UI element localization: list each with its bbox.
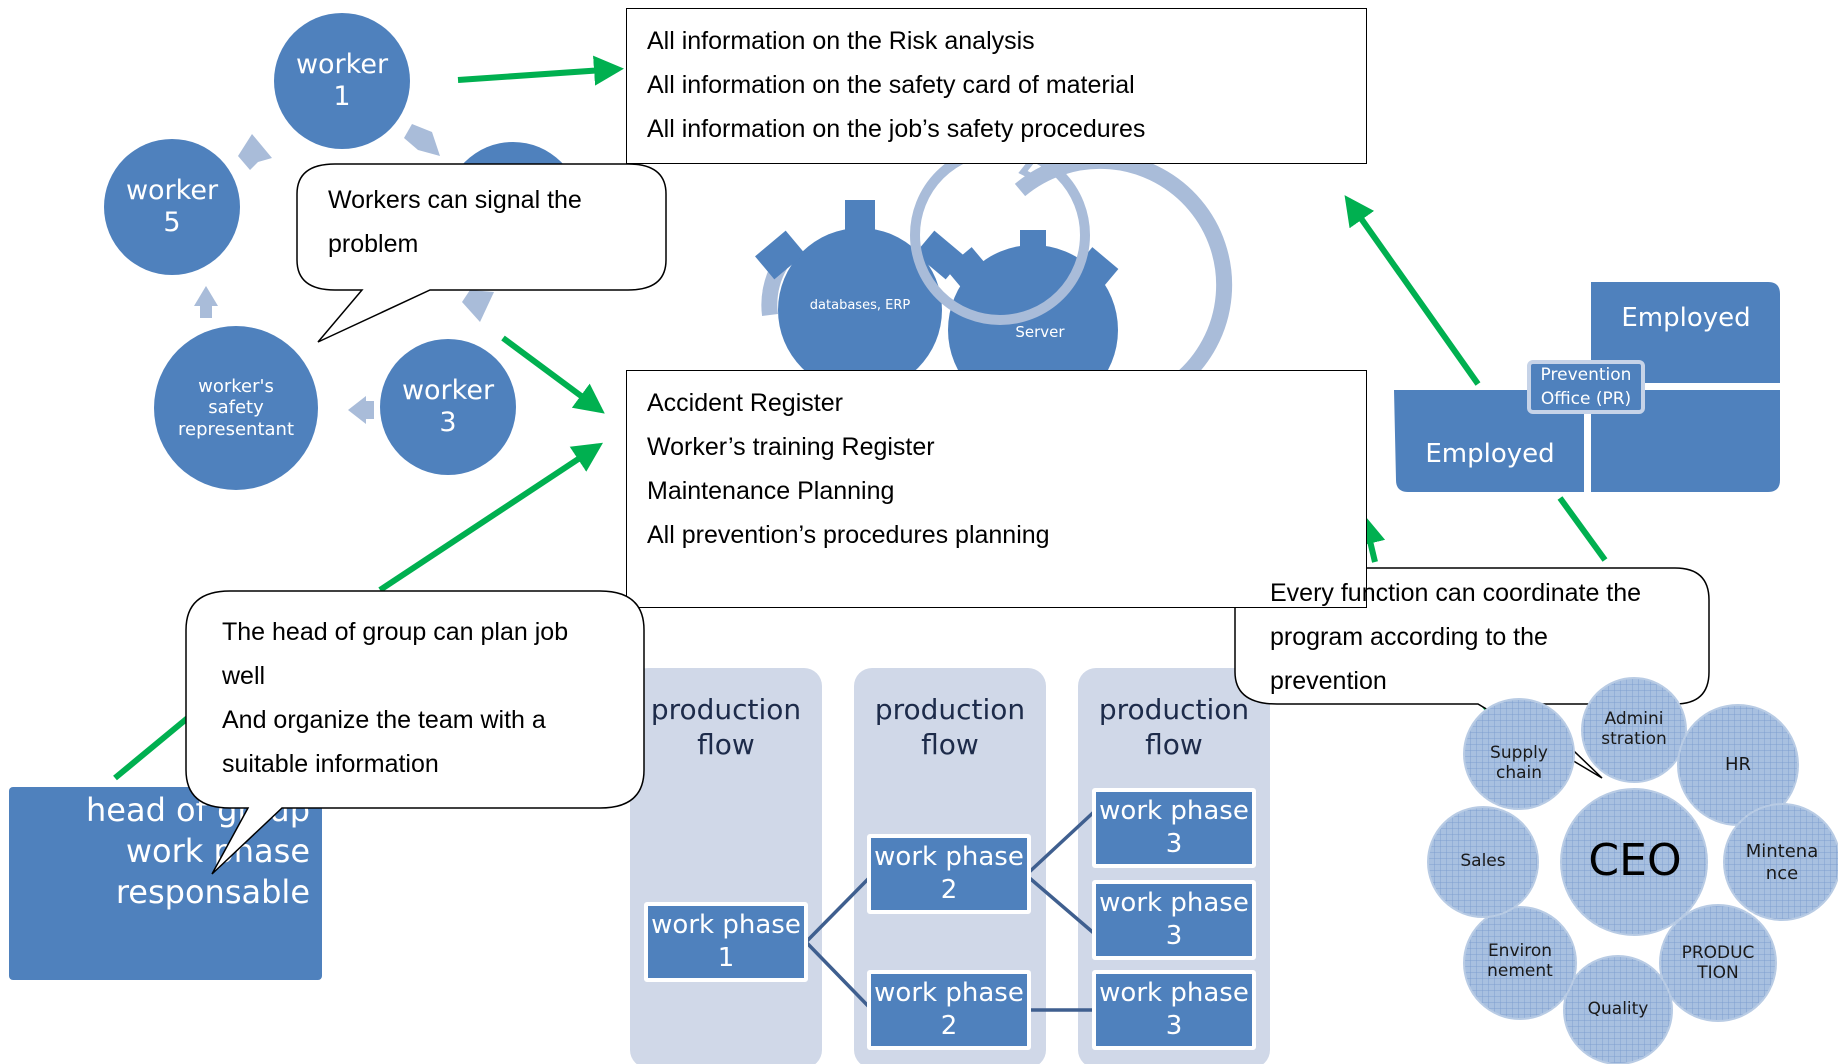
bubble-workers-signal: [296, 163, 667, 343]
org-chart: [1394, 282, 1780, 492]
dept-sales: Sales: [1460, 850, 1506, 871]
risk-info-line: All information on the Risk analysis: [647, 27, 1035, 55]
risk-info-box: All information on the Risk analysis All…: [626, 8, 1367, 164]
registers-box: Accident Register Worker’s training Regi…: [626, 370, 1367, 608]
worker-1-node: worker 1: [295, 49, 389, 112]
work-phase-3: work phase 3: [1092, 970, 1256, 1050]
head-of-group-box: head of group work phase responsable: [85, 791, 310, 911]
risk-info-line: All information on the safety card of ma…: [647, 71, 1135, 99]
bubble-workers-signal-text: Workers can signal the problem: [328, 186, 582, 258]
flow-column-title: production flow: [650, 693, 802, 761]
registers-line: All prevention’s procedures planning: [647, 521, 1050, 549]
registers-line: Accident Register: [647, 389, 843, 417]
dept-maintenance: Mintena nce: [1745, 841, 1819, 884]
work-phase-2: work phase 2: [867, 834, 1031, 914]
worker-5-node: worker 5: [125, 175, 219, 238]
bubble-every-function-text: Every function can coordinate the progra…: [1270, 579, 1642, 695]
work-phase-2: work phase 2: [867, 970, 1031, 1050]
dept-quality: Quality: [1587, 998, 1649, 1019]
risk-info-line: All information on the job’s safety proc…: [647, 115, 1146, 143]
work-phase-3: work phase 3: [1092, 788, 1256, 868]
employed-label-top: Employed: [1621, 302, 1751, 333]
gear-label-server: Server: [1015, 323, 1065, 342]
ceo-cluster: [1427, 677, 1838, 1064]
registers-line: Maintenance Planning: [647, 477, 895, 505]
dept-supply-chain: Supply chain: [1490, 742, 1548, 783]
dept-production: PRODUC TION: [1681, 942, 1755, 983]
bubble-head-plan-text: The head of group can plan job well And …: [222, 618, 569, 778]
dept-environment: Environ nement: [1487, 940, 1553, 981]
flow-column-title: production flow: [1098, 693, 1250, 761]
flow-connectors: [804, 808, 1098, 1012]
bubble-head-plan: [185, 590, 645, 875]
dept-administration: Admini stration: [1601, 708, 1667, 749]
registers-line: Worker’s training Register: [647, 433, 935, 461]
work-phase-3: work phase 3: [1092, 880, 1256, 960]
worker-3-node: worker 3: [401, 375, 495, 438]
gear-label-databases: databases, ERP: [809, 298, 911, 314]
work-phase-1: work phase 1: [644, 902, 808, 982]
dept-hr: HR: [1724, 754, 1752, 776]
prevention-office-node: Prevention Office (PR): [1527, 360, 1645, 414]
flow-column-title: production flow: [874, 693, 1026, 761]
gear-icon: [778, 228, 942, 392]
ceo-node: CEO: [1588, 834, 1682, 886]
safety-representant-node: worker's safety representant: [178, 376, 294, 440]
employed-label-bottom: Employed: [1425, 438, 1555, 469]
